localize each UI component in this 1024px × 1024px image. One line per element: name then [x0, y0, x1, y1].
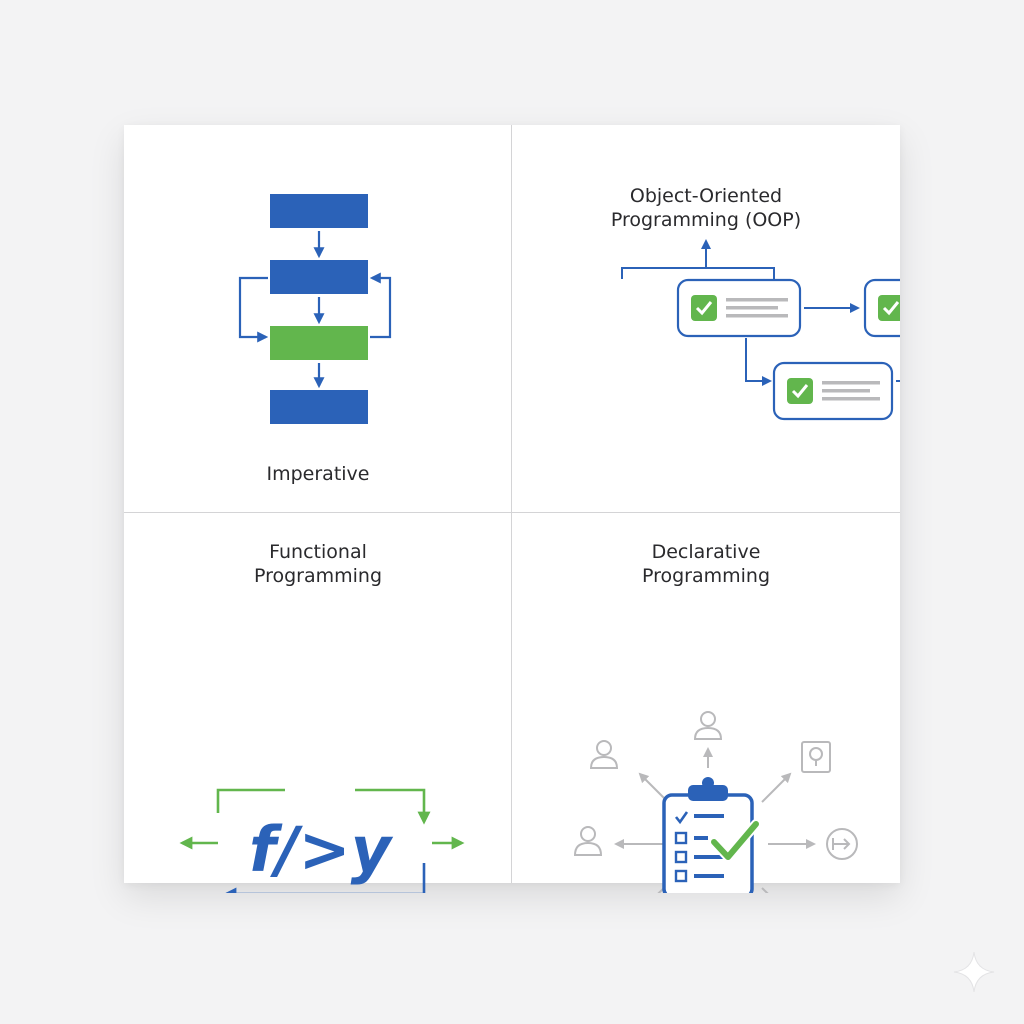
functional-title-line2: Programming — [253, 565, 383, 587]
oop-object-2 — [863, 278, 900, 338]
functional-formula: f/>y — [249, 813, 394, 886]
quadrant-functional: Functional Programming f/>y — [124, 513, 512, 893]
arrow-circle-icon — [826, 828, 858, 860]
declarative-title-line1: Declarative — [651, 541, 761, 563]
sparkle-icon — [953, 951, 995, 993]
oop-title-line2: Programming (OOP) — [610, 209, 802, 231]
flow-step-4 — [270, 390, 368, 424]
oop-object-3 — [772, 361, 894, 421]
oop-title-line1: Object-Oriented — [629, 185, 783, 207]
quadrant-oop: Object-Oriented Programming (OOP) — [512, 125, 900, 505]
declarative-hub — [573, 711, 858, 893]
paradigms-card: Imperative Object-Oriented Programming (… — [124, 125, 900, 893]
user-icon-top — [693, 711, 723, 740]
functional-input-bracket — [216, 788, 285, 813]
quadrant-declarative: Declarative Programming — [512, 513, 900, 893]
oop-compose-right — [896, 380, 900, 382]
oop-title: Object-Oriented Programming (OOP) — [512, 184, 900, 232]
functional-title: Functional Programming — [124, 540, 512, 588]
oop-object-diagram — [621, 239, 900, 421]
functional-pipeline: f/>y — [179, 788, 465, 893]
flow-step-1 — [270, 194, 368, 228]
flow-loop-left — [238, 276, 269, 343]
declarative-arrow-up-right — [761, 772, 792, 803]
oop-compose-left — [745, 338, 772, 386]
declarative-title-line2: Programming — [641, 565, 771, 587]
clipboard-checklist-icon — [662, 777, 761, 893]
functional-return-loop — [223, 863, 426, 893]
functional-title-line1: Functional — [269, 541, 367, 563]
flow-step-3 — [270, 326, 368, 360]
user-icon-left — [573, 826, 603, 856]
user-icon-top-left — [589, 740, 619, 769]
vertical-divider — [511, 125, 512, 883]
oop-inherit-line — [621, 267, 775, 279]
declarative-arrow-down-right — [761, 887, 769, 893]
declarative-arrow-down-left — [657, 887, 665, 893]
oop-object-1 — [676, 278, 802, 338]
declarative-arrow-up-left — [638, 772, 669, 803]
declarative-title: Declarative Programming — [512, 540, 900, 588]
imperative-flowchart — [238, 194, 392, 424]
search-panel-icon — [801, 741, 831, 773]
flow-step-2 — [270, 260, 368, 294]
functional-output-bracket — [355, 788, 431, 825]
imperative-title: Imperative — [124, 462, 512, 486]
quadrant-imperative: Imperative — [124, 125, 512, 505]
flow-loop-right — [369, 272, 392, 339]
imperative-title-text: Imperative — [266, 463, 370, 485]
horizontal-divider — [124, 512, 900, 513]
